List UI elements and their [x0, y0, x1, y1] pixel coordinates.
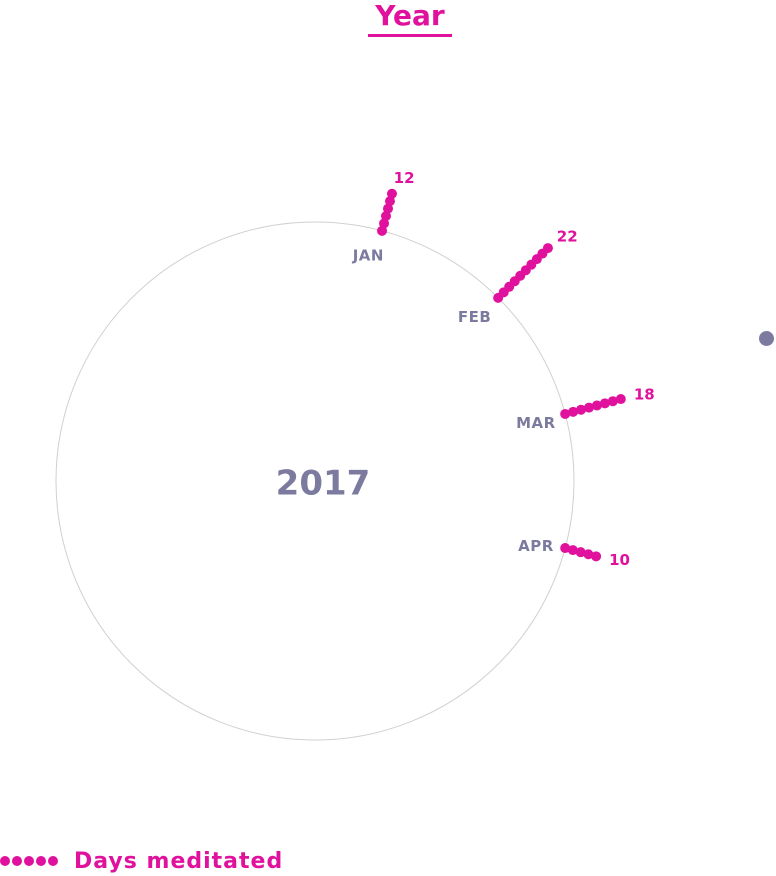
month-label-mar: MAR	[516, 414, 556, 432]
month-label-jan: JAN	[352, 247, 384, 265]
bar-dot	[575, 547, 586, 558]
legend-dot	[24, 856, 34, 866]
bar-dot	[542, 243, 553, 254]
legend-dot	[12, 856, 22, 866]
next-page-dot[interactable]	[759, 331, 774, 346]
month-label-apr: APR	[518, 537, 554, 555]
legend-dots-icon	[0, 856, 60, 866]
bar-dot	[584, 402, 595, 413]
bar-dot	[576, 404, 587, 415]
bar-dot	[591, 551, 602, 562]
legend-dot	[0, 856, 10, 866]
bar-dot	[615, 394, 626, 405]
bar-dot	[568, 406, 579, 417]
bar-dot	[386, 188, 397, 199]
legend: Days meditated	[0, 846, 283, 876]
bar-dot	[591, 400, 602, 411]
bar-dot	[599, 398, 610, 409]
month-label-feb: FEB	[458, 308, 491, 326]
bar-dot	[607, 396, 618, 407]
legend-dot	[48, 856, 58, 866]
bar-dot	[560, 408, 571, 419]
legend-label: Days meditated	[74, 848, 284, 874]
year-circle	[55, 221, 575, 741]
bar-dot	[567, 545, 578, 556]
legend-dot	[36, 856, 46, 866]
center-year-label: 2017	[276, 464, 371, 504]
value-label-mar: 18	[634, 385, 655, 403]
value-label-feb: 22	[557, 227, 578, 245]
tab-year[interactable]: Year	[368, 0, 452, 37]
bar-dot	[560, 543, 571, 554]
bar-dot	[583, 549, 594, 560]
value-label-jan: 12	[394, 169, 415, 187]
value-label-apr: 10	[609, 551, 630, 569]
